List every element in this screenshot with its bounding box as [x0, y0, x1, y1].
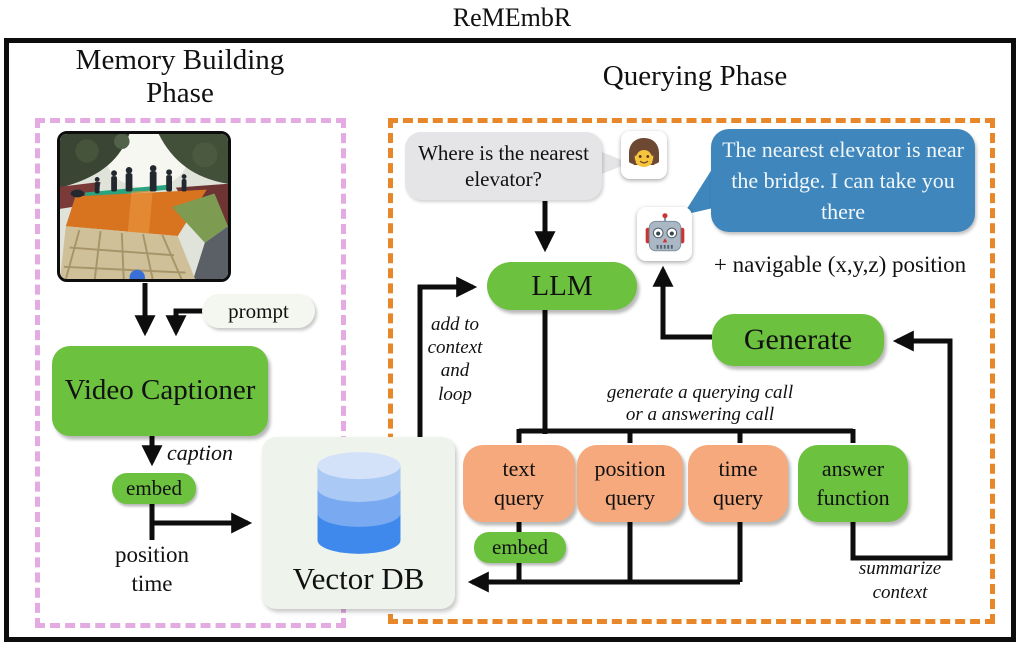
video-captioner-box: Video Captioner [52, 346, 268, 436]
position-query-label: position [594, 455, 666, 481]
llm-label: LLM [531, 269, 593, 302]
prompt-label: prompt [228, 298, 289, 323]
generate-note-line: generate a querying call [606, 382, 794, 403]
memory-phase-heading: Memory Building Phase [75, 44, 285, 110]
answer-function-label: answer [821, 455, 885, 481]
querying-phase-region [388, 118, 995, 624]
text-query-label: text [502, 455, 536, 481]
position-query-box: position query [577, 445, 683, 522]
loop-note-line: context [427, 337, 483, 359]
position-time-annotation: position time [97, 541, 207, 599]
querying-phase-heading: Querying Phase [602, 60, 788, 92]
user-question-text: Where is the nearest elevator? [418, 140, 589, 191]
summarize-note-line: summarize [858, 558, 942, 579]
answer-function-label: function [816, 484, 890, 510]
robot-answer-text: The nearest elevator is near the bridge.… [722, 136, 964, 225]
summarize-note-line: context [872, 581, 928, 603]
vector-db-label: Vector DB [292, 561, 425, 596]
generate-call-note: generate a querying call or a answering … [575, 382, 825, 427]
generate-label: Generate [743, 323, 853, 356]
vector-db-box: Vector DB [262, 437, 455, 609]
position-query-label: query [604, 484, 656, 510]
position-label: position [114, 542, 190, 567]
loop-note-line: and [440, 360, 470, 382]
text-query-box: text query [463, 445, 575, 522]
caption-annotation: caption [167, 440, 233, 465]
video-captioner-label: Video Captioner [64, 374, 256, 407]
add-to-context-note: add to context and loop [413, 313, 497, 406]
answer-function-box: answer function [798, 445, 908, 522]
time-label: time [131, 570, 173, 596]
time-query-box: time query [688, 445, 788, 522]
campus-photo [57, 131, 231, 282]
text-query-label: query [493, 484, 545, 510]
person-emoji-icon [621, 131, 667, 179]
prompt-label-pill: prompt [202, 294, 315, 328]
embed-label: embed [492, 535, 548, 559]
robot-emoji-icon [637, 207, 692, 261]
navigable-position-note: + navigable (x,y,z) position [713, 252, 967, 277]
time-query-label: time [718, 455, 758, 481]
database-icon [317, 452, 400, 554]
generate-box: Generate [712, 314, 884, 366]
robot-answer-bubble: The nearest elevator is near the bridge.… [711, 129, 975, 232]
user-question-bubble: Where is the nearest elevator? [405, 132, 602, 200]
embed-label: embed [126, 476, 182, 500]
time-query-label: query [712, 484, 764, 510]
llm-box: LLM [487, 262, 637, 310]
embed-pill-memory: embed [112, 473, 196, 504]
loop-note-line: add to [430, 314, 480, 335]
memory-phase-region [35, 118, 346, 628]
diagram-title: ReMEmbR [452, 3, 572, 32]
summarize-context-note: summarize context [843, 557, 957, 605]
generate-note-line: or a answering call [625, 404, 775, 426]
loop-note-line: loop [438, 383, 472, 405]
campus-photo-art [60, 134, 228, 279]
embed-pill-querying: embed [474, 532, 566, 563]
